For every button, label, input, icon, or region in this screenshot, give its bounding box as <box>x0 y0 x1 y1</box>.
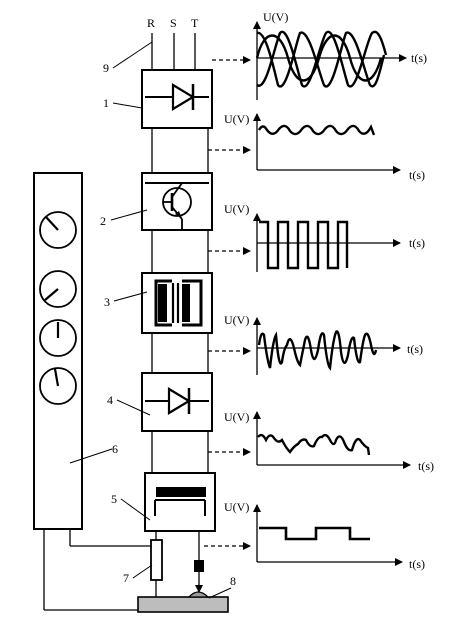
phase-r-label: R <box>147 16 155 30</box>
waveform-1-three-phase: U(V) t(s) <box>253 10 427 100</box>
current-sensor <box>150 539 163 581</box>
time-axis-label: t(s) <box>409 168 425 182</box>
needle-icon <box>45 216 59 231</box>
waveform-6-dc-output: U(V) t(s) <box>224 500 425 571</box>
callouts: 9 1 2 3 4 5 6 7 8 <box>69 41 236 599</box>
meter-3 <box>39 319 77 357</box>
label-9: 9 <box>103 61 109 75</box>
phase-s-label: S <box>170 16 177 30</box>
voltage-axis-label: U(V) <box>224 112 249 126</box>
stage-5-inductor <box>144 472 216 532</box>
needle-icon <box>53 368 60 387</box>
label-2: 2 <box>100 214 106 228</box>
meter-1 <box>39 211 77 249</box>
voltage-axis-label: U(V) <box>224 202 249 216</box>
stage-2-inverter <box>141 172 213 231</box>
weld-pool <box>187 591 210 598</box>
needle-icon <box>44 288 59 301</box>
workpiece <box>137 591 229 613</box>
feedback-wiring <box>43 529 157 611</box>
waveform-5-rectified-hf: U(V) t(s) <box>224 410 434 473</box>
waveform-pointers <box>204 56 251 550</box>
time-axis-label: t(s) <box>409 236 425 250</box>
stage-1-rectifier <box>141 69 213 129</box>
three-phase-input: R S T <box>147 16 199 70</box>
transformer-icon <box>154 279 203 327</box>
control-panel <box>33 172 83 530</box>
label-5: 5 <box>111 492 117 506</box>
waveform-2-rectified: U(V) t(s) <box>224 112 425 182</box>
time-axis-label: t(s) <box>418 459 434 473</box>
diode-icon <box>145 83 209 111</box>
phase-t-label: T <box>191 16 199 30</box>
label-4: 4 <box>107 393 113 407</box>
time-axis-label: t(s) <box>411 51 427 65</box>
diode-icon <box>145 387 209 415</box>
stage-3-transformer <box>141 272 213 334</box>
label-7: 7 <box>123 571 129 585</box>
stage-4-rectifier <box>141 372 213 432</box>
inductor-icon <box>154 487 206 516</box>
transistor-icon <box>145 182 209 230</box>
meter-2 <box>39 270 77 308</box>
time-axis-label: t(s) <box>409 557 425 571</box>
label-3: 3 <box>104 295 110 309</box>
time-axis-label: t(s) <box>407 342 423 356</box>
voltage-axis-label: U(V) <box>224 313 249 327</box>
waveform-3-square: U(V) t(s) <box>224 202 425 272</box>
voltage-axis-label: U(V) <box>224 500 249 514</box>
voltage-axis-label: U(V) <box>224 410 249 424</box>
meter-4 <box>39 367 77 405</box>
welding-torch <box>194 560 204 593</box>
label-8: 8 <box>230 574 236 588</box>
label-1: 1 <box>103 96 109 110</box>
label-6: 6 <box>112 442 118 456</box>
voltage-axis-label: U(V) <box>263 10 288 24</box>
waveform-4-hf-ac: U(V) t(s) <box>224 313 423 375</box>
